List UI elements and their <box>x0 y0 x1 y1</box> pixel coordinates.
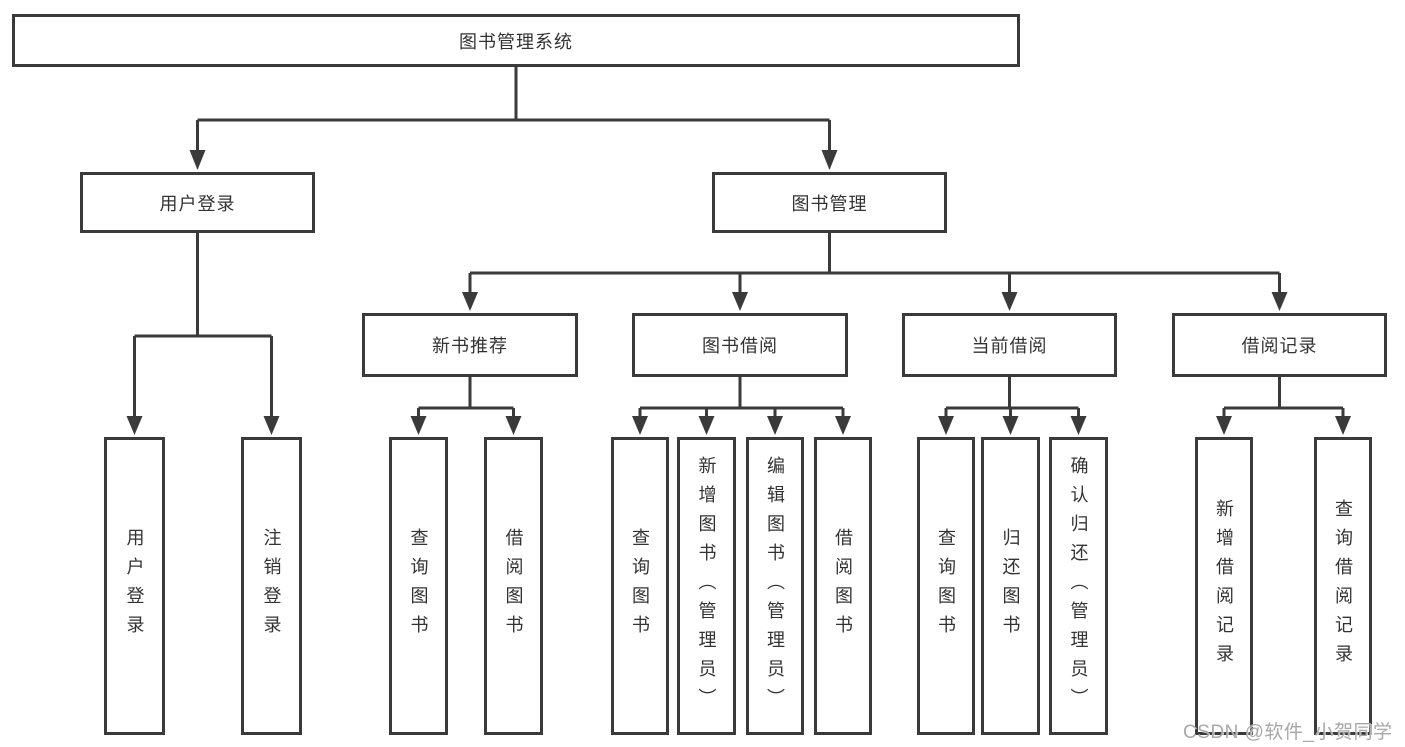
leaf-borrow-add-book-admin: 新增图书（管理员） <box>677 437 736 735</box>
watermark-text: CSDN @软件_小贺同学 <box>1183 722 1393 743</box>
leaf-newbook-query-book: 查询图书 <box>389 437 448 735</box>
connector-paths <box>133 67 1345 421</box>
node-user-login-module-label: 用户登录 <box>159 193 236 214</box>
leaf-newbook-borrow-book: 借阅图书 <box>484 437 543 735</box>
leaf-borrow-borrow-book: 借阅图书 <box>814 437 872 735</box>
node-book-borrow-label: 图书借阅 <box>702 336 778 356</box>
leaf-current-query-book-label: 查询图书 <box>936 528 956 644</box>
leaf-current-confirm-return-admin-label: 确认归还（管理员） <box>1068 455 1089 717</box>
node-book-management-module-label: 图书管理 <box>791 193 868 214</box>
leaf-record-add-record: 新增借阅记录 <box>1195 437 1253 735</box>
node-new-book-recommend-label: 新书推荐 <box>432 336 508 356</box>
leaf-record-query-record-label: 查询借阅记录 <box>1333 499 1353 673</box>
node-system-root: 图书管理系统 <box>12 14 1020 67</box>
node-book-borrow: 图书借阅 <box>632 313 848 377</box>
leaf-borrow-add-book-admin-label: 新增图书（管理员） <box>696 455 717 717</box>
leaf-borrow-query-book-label: 查询图书 <box>630 528 650 644</box>
leaf-current-return-book-label: 归还图书 <box>1000 528 1021 644</box>
leaf-record-query-record: 查询借阅记录 <box>1314 437 1372 735</box>
node-new-book-recommend: 新书推荐 <box>362 313 578 377</box>
leaf-logout: 注销登录 <box>241 437 302 735</box>
leaf-record-add-record-label: 新增借阅记录 <box>1214 499 1234 673</box>
leaf-user-login-label: 用户登录 <box>124 528 145 644</box>
node-borrow-record-label: 借阅记录 <box>1241 336 1318 356</box>
leaf-current-confirm-return-admin: 确认归还（管理员） <box>1049 437 1108 735</box>
node-current-borrow: 当前借阅 <box>902 313 1117 377</box>
leaf-newbook-query-book-label: 查询图书 <box>408 528 429 644</box>
leaf-current-query-book: 查询图书 <box>917 437 975 735</box>
leaf-borrow-edit-book-admin-label: 编辑图书（管理员） <box>765 455 785 717</box>
node-borrow-record: 借阅记录 <box>1172 313 1387 377</box>
leaf-user-login: 用户登录 <box>104 437 165 735</box>
leaf-borrow-edit-book-admin: 编辑图书（管理员） <box>746 437 804 735</box>
node-system-root-label: 图书管理系统 <box>459 31 573 52</box>
node-current-borrow-label: 当前借阅 <box>971 336 1048 356</box>
node-user-login-module: 用户登录 <box>80 172 315 233</box>
leaf-newbook-borrow-book-label: 借阅图书 <box>503 528 524 644</box>
node-book-management-module: 图书管理 <box>712 172 947 233</box>
leaf-logout-label: 注销登录 <box>261 528 282 644</box>
leaf-borrow-query-book: 查询图书 <box>611 437 669 735</box>
leaf-borrow-borrow-book-label: 借阅图书 <box>833 528 853 644</box>
arrowheads <box>126 150 1351 435</box>
leaf-current-return-book: 归还图书 <box>981 437 1040 735</box>
